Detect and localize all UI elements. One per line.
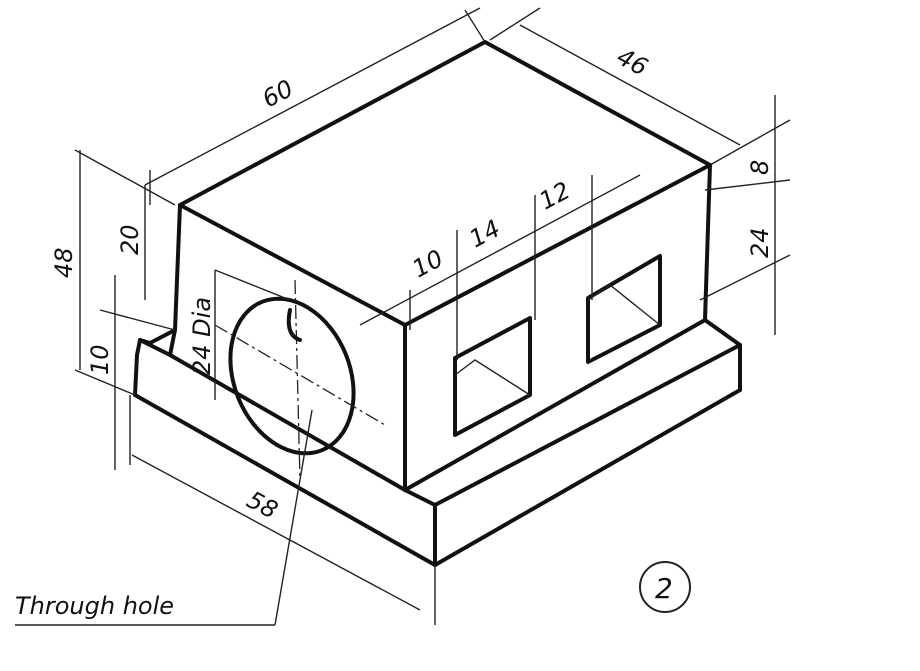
dim-10-window: 10 — [408, 244, 448, 283]
dimension-lines — [15, 7, 791, 626]
dimension-labels: 60 46 8 24 12 14 10 20 48 10 24 Dia 58 T… — [15, 43, 774, 620]
dim-10-base: 10 — [86, 344, 114, 375]
dim-58: 58 — [242, 486, 282, 525]
through-hole-note: Through hole — [15, 592, 174, 620]
figure-number-label: 2 — [655, 572, 673, 605]
object-outline — [133, 40, 742, 567]
dim-24-dia: 24 Dia — [188, 297, 216, 375]
dim-8: 8 — [746, 160, 774, 175]
dim-48: 48 — [50, 247, 78, 278]
dim-14: 14 — [465, 214, 505, 253]
through-hole — [214, 279, 386, 481]
dim-12: 12 — [535, 176, 575, 215]
figure-number: 2 — [639, 561, 691, 613]
dim-24: 24 — [746, 227, 774, 258]
windows — [453, 254, 662, 437]
dim-46: 46 — [612, 43, 652, 82]
dim-20: 20 — [116, 224, 144, 255]
